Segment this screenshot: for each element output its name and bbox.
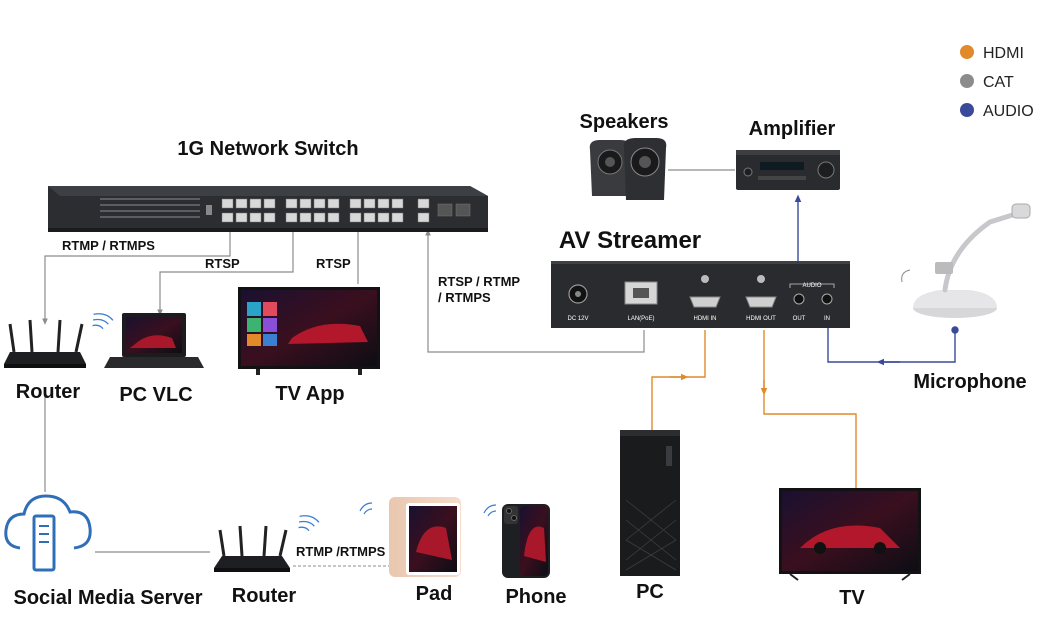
link-label-rtmp-router: RTMP / RTMPS: [62, 238, 155, 253]
router-top: [4, 313, 114, 368]
label-amplifier: Amplifier: [749, 118, 836, 140]
cloud-server-icon: [4, 494, 92, 572]
port-audio-label: AUDIO: [802, 283, 821, 289]
label-phone: Phone: [505, 586, 566, 608]
line-switch-router: [42, 230, 231, 325]
amplifier: [736, 150, 840, 190]
label-router-bottom: Router: [232, 585, 297, 607]
label-tv: TV: [839, 587, 865, 609]
phone-device: [483, 504, 550, 578]
link-label-rtsp-streamer-2: / RTMPS: [438, 290, 491, 305]
label-speakers: Speakers: [580, 111, 669, 133]
link-label-rtsp-streamer-1: RTSP / RTMP: [438, 274, 520, 289]
label-pad: Pad: [416, 583, 453, 605]
link-label-rtsp-pc: RTSP: [205, 256, 240, 271]
pc-vlc-laptop: [104, 313, 204, 368]
label-network-switch: 1G Network Switch: [177, 138, 358, 160]
hdmi-lines: [651, 330, 857, 488]
wifi-icon: [483, 504, 497, 517]
link-label-rtmp-mobile: RTMP /RTMPS: [296, 544, 386, 559]
line-streamer-switch: [425, 229, 645, 353]
switch-ports: [221, 198, 471, 223]
port-lan-label: LAN(PoE): [627, 316, 654, 322]
port-hdmi-in-label: HDMI IN: [694, 316, 717, 322]
legend-dot-cat: [960, 74, 974, 88]
link-label-rtsp-tv: RTSP: [316, 256, 351, 271]
port-out-label: OUT: [793, 316, 806, 322]
label-pc: PC: [636, 581, 664, 603]
wifi-icon: [359, 502, 373, 515]
label-av-streamer: AV Streamer: [559, 227, 701, 254]
legend-label-audio: AUDIO: [983, 103, 1034, 120]
speakers: [589, 138, 667, 200]
pad-device: [359, 497, 461, 577]
legend: HDMI CAT AUDIO: [960, 45, 1034, 120]
label-microphone: Microphone: [913, 371, 1026, 393]
port-hdmi-out-label: HDMI OUT: [746, 316, 776, 322]
pc-tower: [620, 430, 680, 576]
microphone-device: [901, 203, 1031, 318]
label-tv-app: TV App: [275, 383, 344, 405]
mic-jack-dot: [951, 326, 959, 334]
port-dc-label: DC 12V: [567, 316, 588, 322]
av-streamer-device: DC 12V LAN(PoE) HDMI IN HDMI OUT AUDIO O…: [551, 261, 850, 328]
label-router-top: Router: [16, 381, 81, 403]
switch-leds: [100, 198, 200, 218]
tv-app-screen: [238, 287, 380, 375]
label-pc-vlc: PC VLC: [119, 384, 192, 406]
cat-lines: [42, 169, 735, 553]
line-hdmiout-tv: [763, 330, 857, 488]
wifi-icon: [298, 515, 320, 532]
legend-label-hdmi: HDMI: [983, 45, 1024, 62]
line-switch-pcvlc: [157, 232, 294, 316]
tv-device: [779, 488, 921, 581]
network-switch: [48, 186, 488, 232]
legend-dot-audio: [960, 103, 974, 117]
wifi-icon: [92, 313, 114, 330]
label-social-media-server: Social Media Server: [14, 587, 203, 609]
router-bottom: [214, 515, 320, 572]
legend-dot-hdmi: [960, 45, 974, 59]
port-in-label: IN: [824, 316, 830, 322]
legend-label-cat: CAT: [983, 74, 1014, 91]
line-pc-hdmiin: [651, 330, 706, 430]
